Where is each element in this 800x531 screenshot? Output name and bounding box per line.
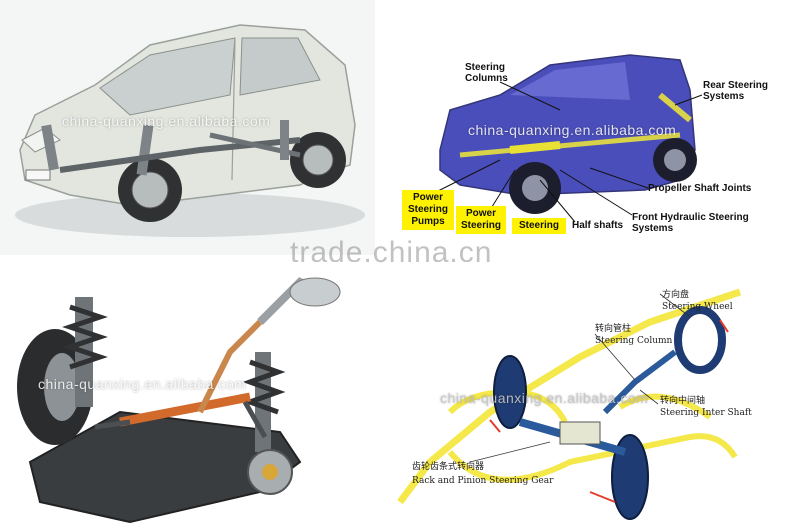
label-steering-column-cn: 转向管柱: [595, 324, 632, 334]
label-rack-pinion-cn: 齿轮齿条式转向器: [412, 462, 485, 472]
watermark-text: china-quanxing.en.alibaba.com: [468, 122, 677, 138]
label-steering-column-en: Steering Column: [595, 336, 673, 346]
label-front-hydraulic: Front Hydraulic Steering Systems: [632, 212, 749, 234]
label-power-steering-pumps: Power Steering Pumps: [402, 190, 454, 230]
suspension-assembly-image: china-quanxing.en.alibaba.com: [0, 262, 375, 531]
label-half-shafts: Half shafts: [572, 220, 624, 231]
label-rack-pinion-en: Rack and Pinion Steering Gear: [412, 476, 554, 486]
label-steering-wheel-en: Steering Wheel: [662, 302, 733, 312]
label-rear-steering-systems: Rear Steering Systems: [703, 80, 769, 102]
label-power-steering: Power Steering: [456, 206, 506, 234]
watermark-text: china-quanxing.en.alibaba.com: [440, 390, 649, 406]
suv-steering-image: Steering Columns Rear Steering Systems P…: [390, 0, 800, 255]
watermark-text: china-quanxing.en.alibaba.com: [62, 113, 271, 129]
steering-diagram-image: 方向盘 Steering Wheel 转向管柱 Steering Column …: [390, 262, 800, 531]
label-inter-shaft-cn: 转向中间轴: [660, 396, 706, 406]
hatchback-car-image: china-quanxing.en.alibaba.com: [0, 0, 375, 255]
label-propeller-shaft-joints: Propeller Shaft Joints: [648, 183, 752, 194]
watermark-text: china-quanxing.en.alibaba.com: [38, 376, 247, 392]
label-inter-shaft-en: Steering Inter Shaft: [660, 408, 752, 418]
label-steering: Steering: [512, 218, 566, 234]
label-steering-columns: Steering Columns: [465, 62, 508, 84]
label-steering-wheel-cn: 方向盘: [662, 290, 690, 300]
